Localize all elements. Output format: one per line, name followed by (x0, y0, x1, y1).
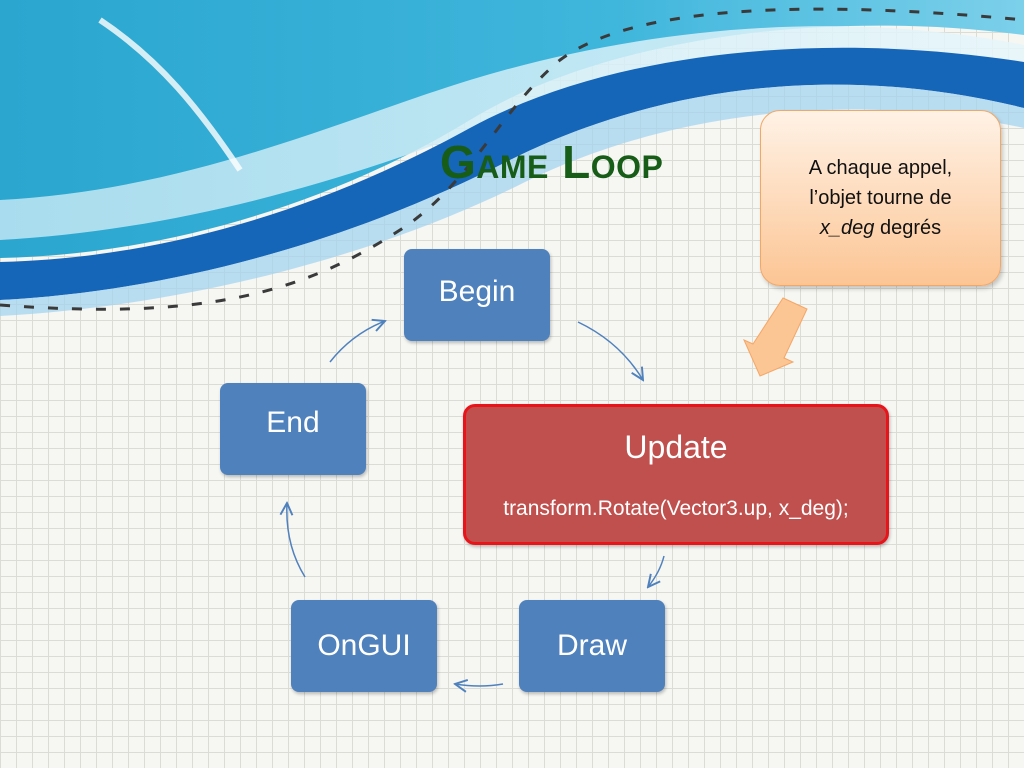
callout-line-1: A chaque appel, (808, 157, 953, 179)
callout-line-3: x_deg degrés (761, 213, 1000, 243)
arrow-draw-to-ongui (455, 684, 504, 686)
node-ongui: OnGUI (291, 600, 437, 692)
node-update-label: Update (624, 429, 728, 465)
callout-note: A chaque appel, l’objet tourne de x_deg … (760, 110, 1001, 286)
node-update: Update transform.Rotate(Vector3.up, x_de… (463, 404, 889, 545)
decorative-swoosh-background (0, 0, 1024, 316)
arrow-update-to-draw (648, 555, 665, 587)
node-end: End (220, 383, 366, 475)
arrow-begin-to-update (577, 321, 643, 380)
callout-variable: x_deg (819, 217, 875, 239)
node-draw: Draw (519, 600, 665, 692)
node-update-code: transform.Rotate(Vector3.up, x_deg); (503, 497, 849, 520)
callout-line-2: l’objet tourne de (809, 187, 952, 209)
slide-title: Game Loop (440, 136, 664, 188)
arrow-ongui-to-end (287, 503, 306, 578)
callout-line-3-rest: degrés (879, 217, 942, 239)
node-begin: Begin (404, 249, 550, 341)
